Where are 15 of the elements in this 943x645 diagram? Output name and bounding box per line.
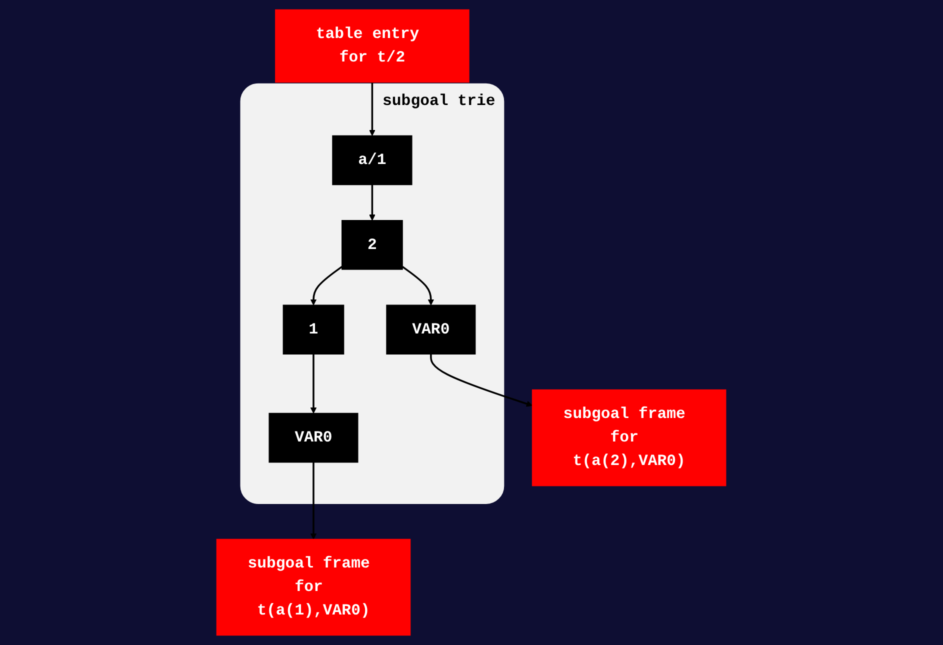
node-box: subgoal frame for t(a(2),VAR0) <box>532 389 726 486</box>
arrow <box>310 354 317 414</box>
node-box: a/1 <box>332 135 412 186</box>
arrow <box>430 354 533 407</box>
node-box: 2 <box>342 220 404 270</box>
arrow <box>310 266 343 306</box>
arrow <box>402 266 434 306</box>
node-box: VAR0 <box>268 412 358 463</box>
arrow <box>369 82 376 136</box>
arrow <box>310 462 317 540</box>
node-box: table entry for t/2 <box>275 9 470 83</box>
arrow <box>369 184 376 221</box>
node-box: 1 <box>283 304 344 355</box>
node-box: subgoal frame for t(a(1),VAR0) <box>216 538 411 636</box>
node-box: VAR0 <box>386 304 476 355</box>
